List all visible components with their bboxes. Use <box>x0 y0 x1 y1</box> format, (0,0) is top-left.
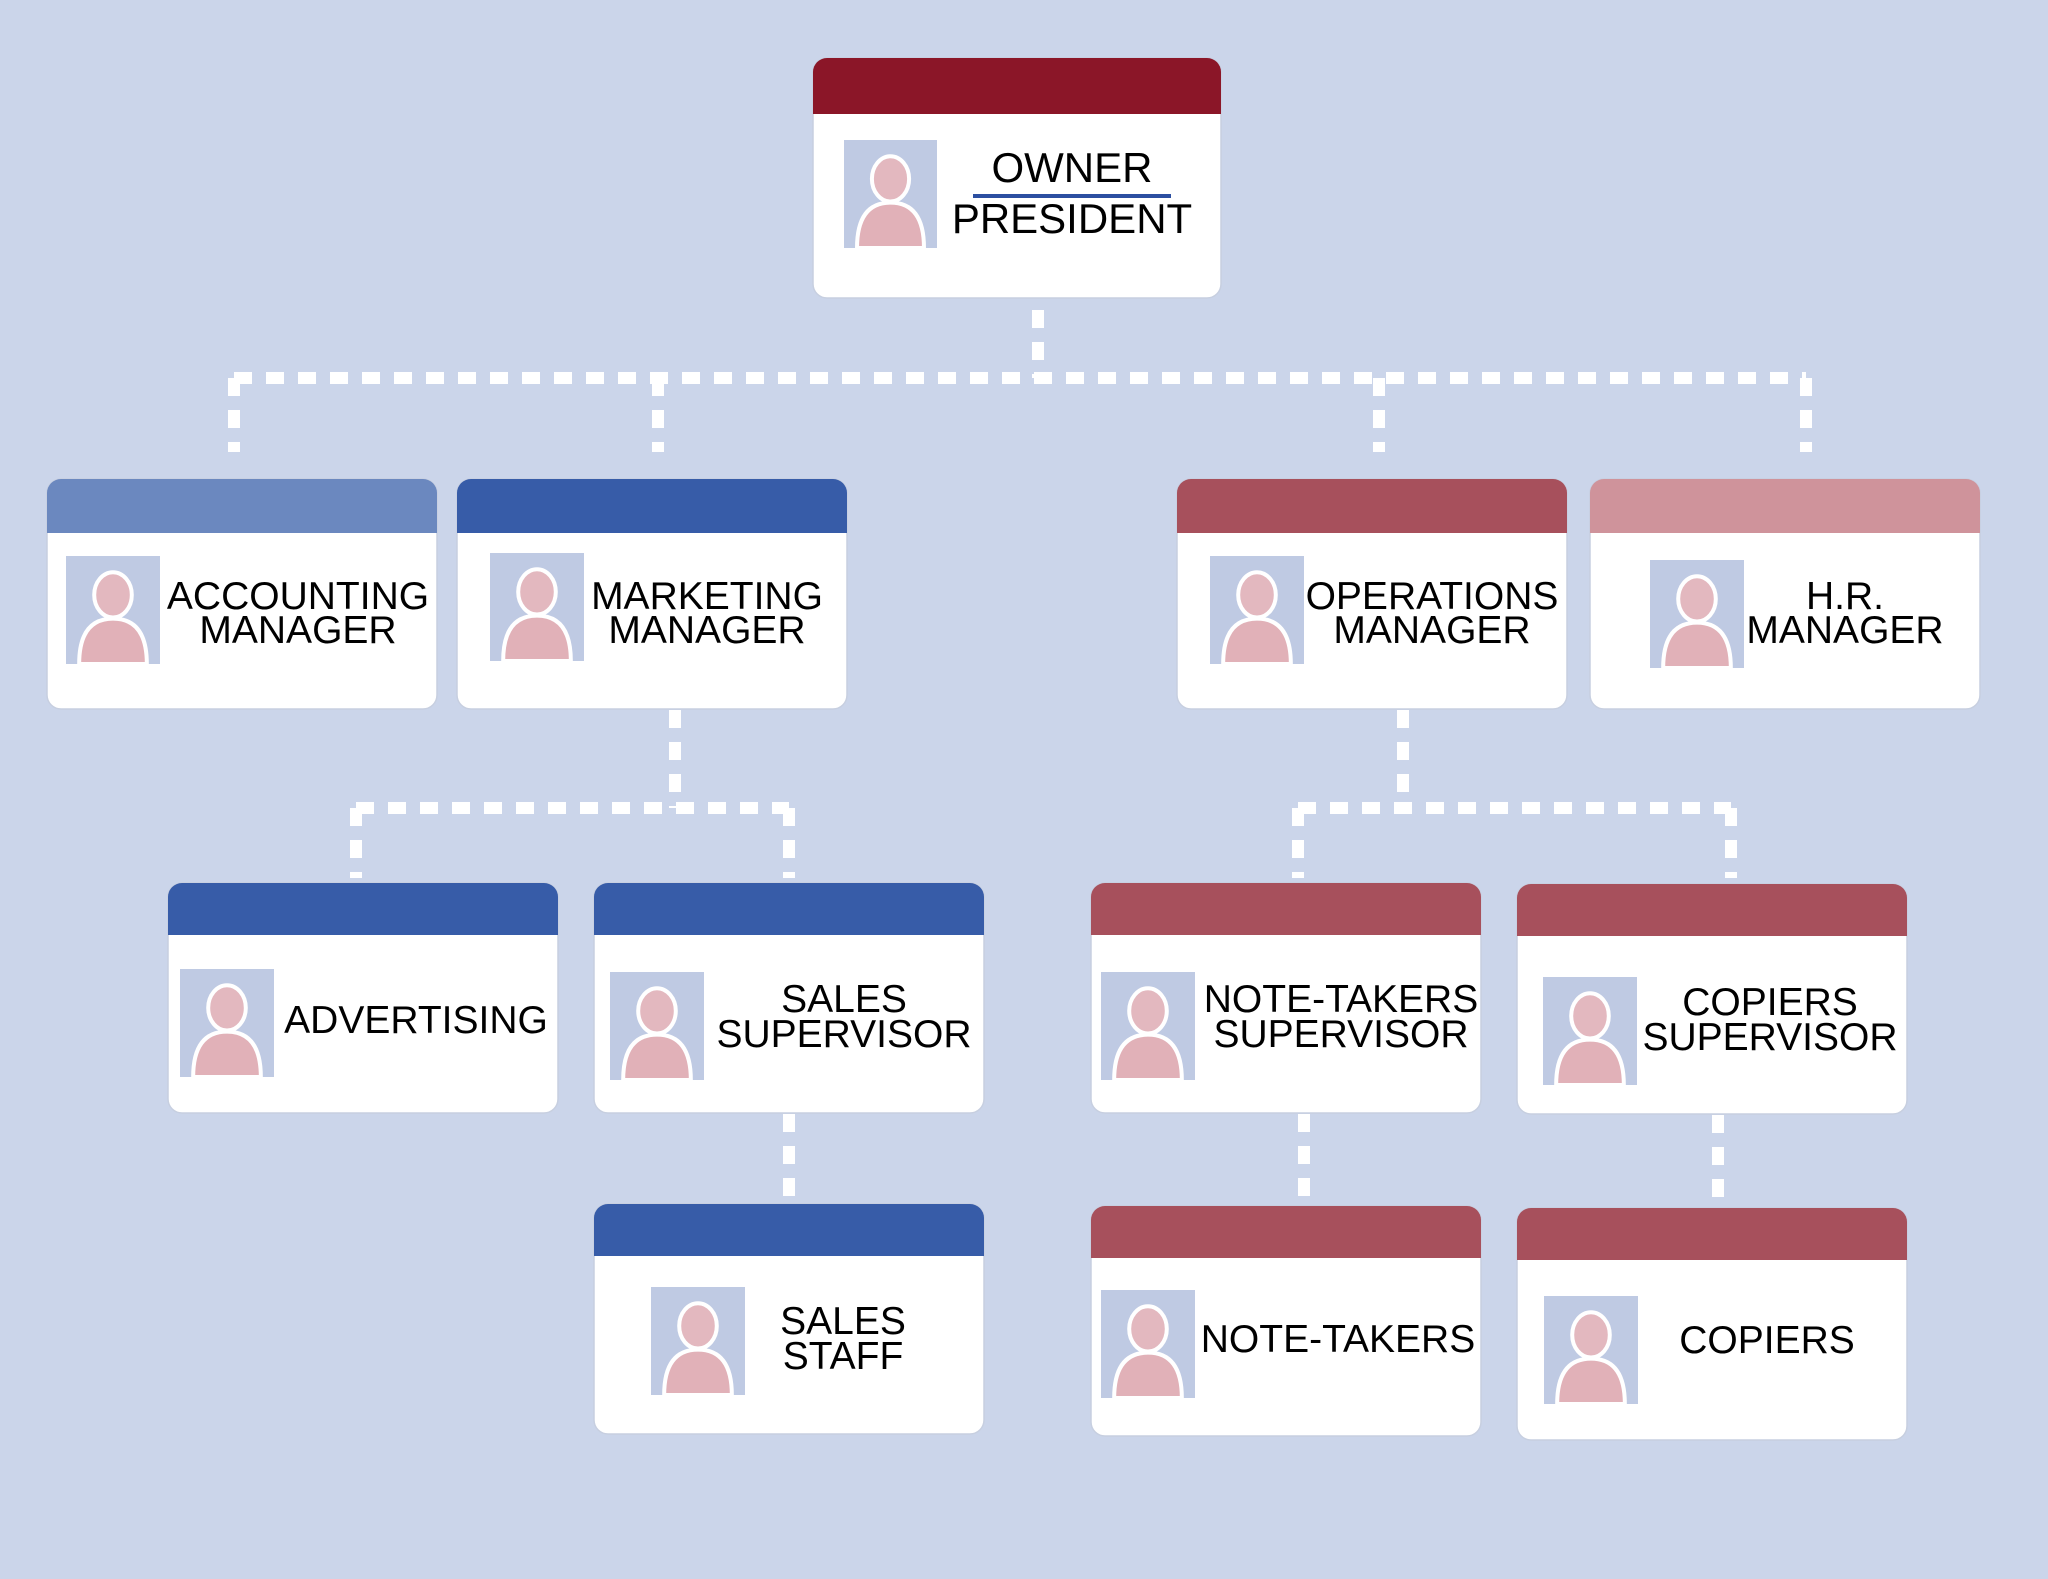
node-label-note-takers-supervisor-1: SUPERVISOR <box>1213 1013 1468 1056</box>
node-label-sales-supervisor-1: SUPERVISOR <box>716 1013 971 1056</box>
node-label-copiers-0: COPIERS <box>1679 1319 1855 1362</box>
node-label-accounting-1: MANAGER <box>199 609 396 652</box>
person-head-shape <box>677 1301 719 1351</box>
node-label-copiers-supervisor-0: COPIERS <box>1682 981 1858 1024</box>
person-head-shape <box>636 986 678 1036</box>
person-head-shape <box>1569 991 1611 1041</box>
node-card-hr: H.R.MANAGER <box>1589 478 1981 710</box>
node-label-accounting-0: ACCOUNTING <box>167 575 429 618</box>
node-label-note-takers-0: NOTE-TAKERS <box>1201 1318 1475 1361</box>
node-label-operations-0: OPERATIONS <box>1306 575 1559 618</box>
person-icon <box>1101 1290 1195 1400</box>
person-icon <box>490 553 584 663</box>
card-header-base <box>457 517 847 533</box>
cards-layer: OWNERPRESIDENTACCOUNTINGMANAGERMARKETING… <box>46 57 1981 1441</box>
person-head-shape <box>1570 1310 1612 1360</box>
person-icon <box>651 1287 745 1397</box>
person-icon <box>1101 972 1195 1082</box>
card-header-base <box>1517 1244 1907 1260</box>
card-header-base <box>594 919 984 935</box>
card-header-base <box>594 1240 984 1256</box>
person-icon <box>1210 556 1304 666</box>
person-body-shape <box>1555 1356 1627 1406</box>
person-head-shape <box>92 570 134 620</box>
node-label-note-takers-supervisor-0: NOTE-TAKERS <box>1204 978 1478 1021</box>
person-body-shape <box>1112 1032 1184 1082</box>
node-label-sales-staff-0: SALES <box>780 1300 906 1343</box>
connector-marketing-bus <box>350 710 795 878</box>
person-body-shape <box>621 1032 693 1082</box>
node-card-note-takers: NOTE-TAKERS <box>1090 1205 1482 1437</box>
person-head-shape <box>516 567 558 617</box>
person-body-shape <box>1554 1037 1626 1087</box>
node-card-advertising: ADVERTISING <box>167 882 559 1114</box>
card-header-base <box>168 919 558 935</box>
person-head-shape <box>869 154 912 204</box>
connectors-layer <box>228 310 1812 1204</box>
person-body-shape <box>501 613 573 663</box>
node-card-copiers: COPIERS <box>1516 1207 1908 1441</box>
node-label-hr-0: H.R. <box>1806 575 1884 618</box>
person-body-shape <box>855 200 926 250</box>
person-icon <box>180 969 274 1079</box>
card-header-base <box>1177 517 1567 533</box>
person-icon <box>1650 560 1744 670</box>
person-icon <box>66 556 160 666</box>
node-label-advertising-0: ADVERTISING <box>284 999 548 1042</box>
person-icon <box>610 972 704 1082</box>
person-head-shape <box>1127 986 1169 1036</box>
connector-operations-bus <box>1292 710 1737 878</box>
node-label-hr-1: MANAGER <box>1746 609 1943 652</box>
person-icon <box>1544 1296 1638 1406</box>
node-label-marketing-1: MANAGER <box>608 609 805 652</box>
node-label-owner-0: OWNER <box>992 144 1153 191</box>
node-label-owner-1: PRESIDENT <box>952 195 1192 242</box>
connector-owner-bus <box>228 310 1812 452</box>
person-body-shape <box>77 616 149 666</box>
person-body-shape <box>1221 616 1293 666</box>
person-head-shape <box>1236 570 1278 620</box>
card-header-base <box>47 517 437 533</box>
person-body-shape <box>662 1347 734 1397</box>
person-head-shape <box>206 983 248 1033</box>
card-header-base <box>1590 517 1980 533</box>
person-body-shape <box>1112 1350 1184 1400</box>
person-head-shape <box>1127 1304 1169 1354</box>
card-header-base <box>1091 1242 1481 1258</box>
node-label-copiers-supervisor-1: SUPERVISOR <box>1642 1016 1897 1059</box>
node-label-sales-staff-1: STAFF <box>783 1335 904 1378</box>
card-header-base <box>1517 920 1907 936</box>
person-body-shape <box>191 1029 263 1079</box>
person-icon <box>1543 977 1637 1087</box>
node-label-operations-1: MANAGER <box>1333 609 1530 652</box>
person-head-shape <box>1676 574 1718 624</box>
person-icon <box>844 140 937 250</box>
person-body-shape <box>1661 620 1733 670</box>
card-header-base <box>813 98 1221 114</box>
card-header-base <box>1091 919 1481 935</box>
node-label-marketing-0: MARKETING <box>591 575 823 618</box>
node-label-sales-supervisor-0: SALES <box>781 978 907 1021</box>
